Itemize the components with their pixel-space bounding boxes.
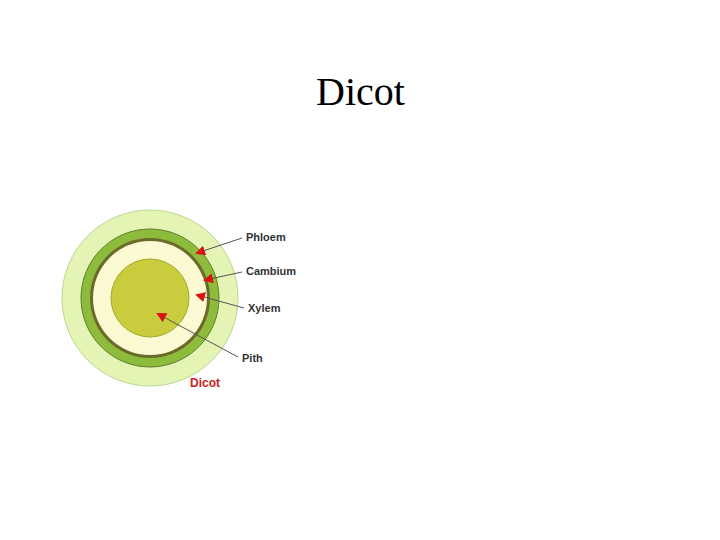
pith-disc	[111, 259, 189, 337]
leader-arrow	[197, 295, 244, 308]
epidermis-ring	[62, 210, 238, 386]
phloem-ring	[81, 229, 219, 367]
leader-arrow	[197, 238, 242, 253]
leader-arrow	[158, 314, 238, 357]
leader-arrow	[205, 272, 242, 280]
slide-title: Dicot	[316, 68, 405, 115]
part-label: Phloem	[246, 231, 286, 243]
figure-caption-label: Dicot	[190, 376, 220, 390]
xylem-ring	[93, 241, 207, 355]
part-label: Cambium	[246, 265, 296, 277]
part-label: Pith	[242, 352, 263, 364]
part-label: Xylem	[248, 302, 280, 314]
cambium-ring	[90, 238, 210, 358]
